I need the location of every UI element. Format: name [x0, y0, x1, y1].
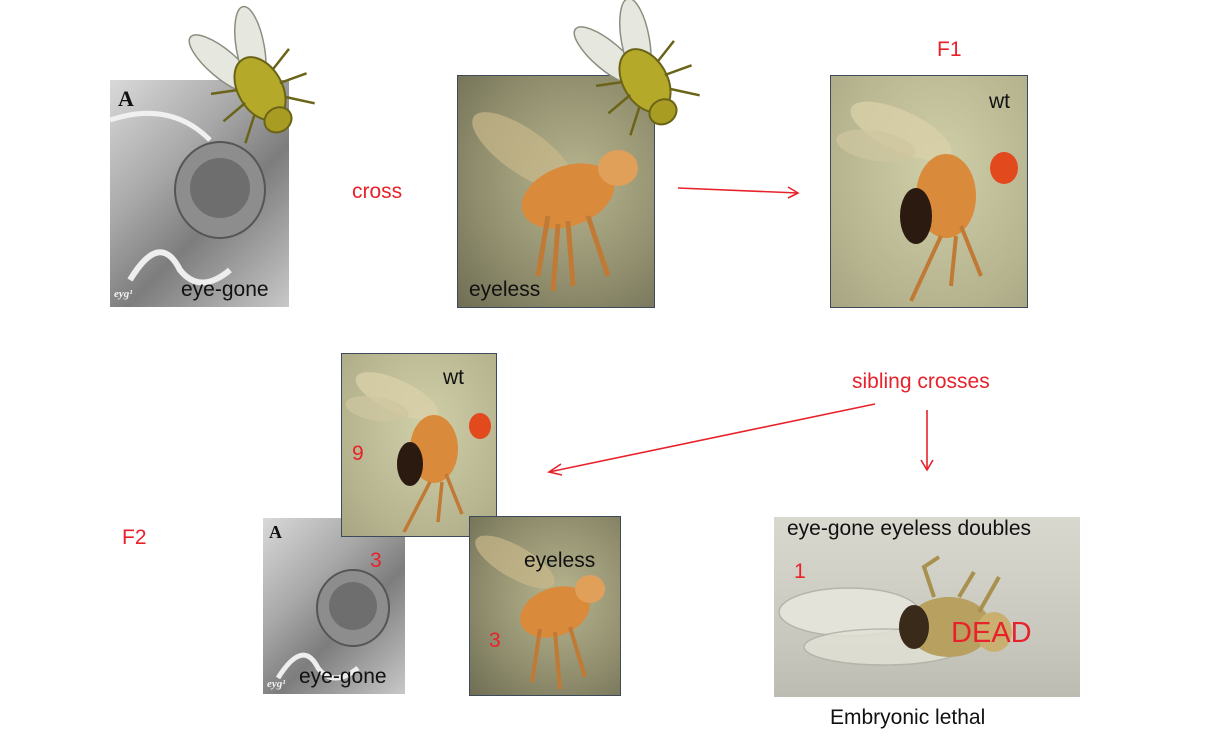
- f2-eyeless-label: eyeless: [524, 549, 596, 572]
- f1-label: F1: [937, 38, 962, 61]
- f2-eyeless-photo: eyeless 3: [469, 516, 621, 696]
- sem-eye-drawing: [110, 110, 266, 286]
- f2-sem-eye-drawing: [275, 569, 390, 681]
- dead-status-label: DEAD: [951, 617, 1032, 649]
- f2-sem-panel-letter: A: [269, 522, 282, 542]
- f2-eyeless-fly-drawing: [475, 535, 605, 690]
- eyeless-fly-drawing: [472, 112, 638, 292]
- eye-gone-parent-label: eye-gone: [181, 278, 269, 301]
- eyeless-parent-label: eyeless: [469, 278, 541, 301]
- f2-wt-photo: wt 9: [341, 353, 497, 537]
- f2-eye-gone-photo: A eyg¹: [263, 518, 405, 694]
- f2-eyeless-ratio: 3: [489, 629, 501, 652]
- sem-caption: eyg¹: [114, 288, 133, 300]
- dead-fly-drawing: [778, 555, 1012, 666]
- sibling-to-f2-arrow: [547, 403, 876, 476]
- cross-arrow: [677, 186, 800, 199]
- f2-eye-gone-ratio: 3: [370, 549, 382, 572]
- f2-sem-caption: eyg¹: [267, 678, 286, 690]
- sem-panel-letter: A: [118, 86, 134, 111]
- f2-doubles-photo: eye-gone eyeless doubles 1 DEAD: [774, 517, 1080, 697]
- f2-doubles-label: eye-gone eyeless doubles: [787, 517, 1032, 540]
- sibling-to-doubles-arrow: [920, 410, 934, 472]
- f2-wt-ratio: 9: [352, 442, 364, 465]
- eyeless-parent-photo: eyeless: [457, 75, 655, 308]
- f1-wt-fly-drawing: [836, 101, 1018, 302]
- eye-gone-parent-photo: A eyg¹: [110, 80, 289, 307]
- f2-eye-gone-label: eye-gone: [299, 665, 387, 688]
- f2-wt-fly-drawing: [345, 372, 491, 533]
- embryonic-lethal-label: Embryonic lethal: [830, 706, 986, 729]
- cross-label: cross: [352, 180, 403, 203]
- f2-wt-label: wt: [443, 366, 464, 389]
- f2-doubles-ratio: 1: [794, 560, 806, 583]
- sibling-crosses-label: sibling crosses: [852, 370, 990, 393]
- f1-wt-label: wt: [989, 90, 1010, 113]
- f1-wt-photo: wt: [830, 75, 1028, 308]
- f2-label: F2: [122, 526, 147, 549]
